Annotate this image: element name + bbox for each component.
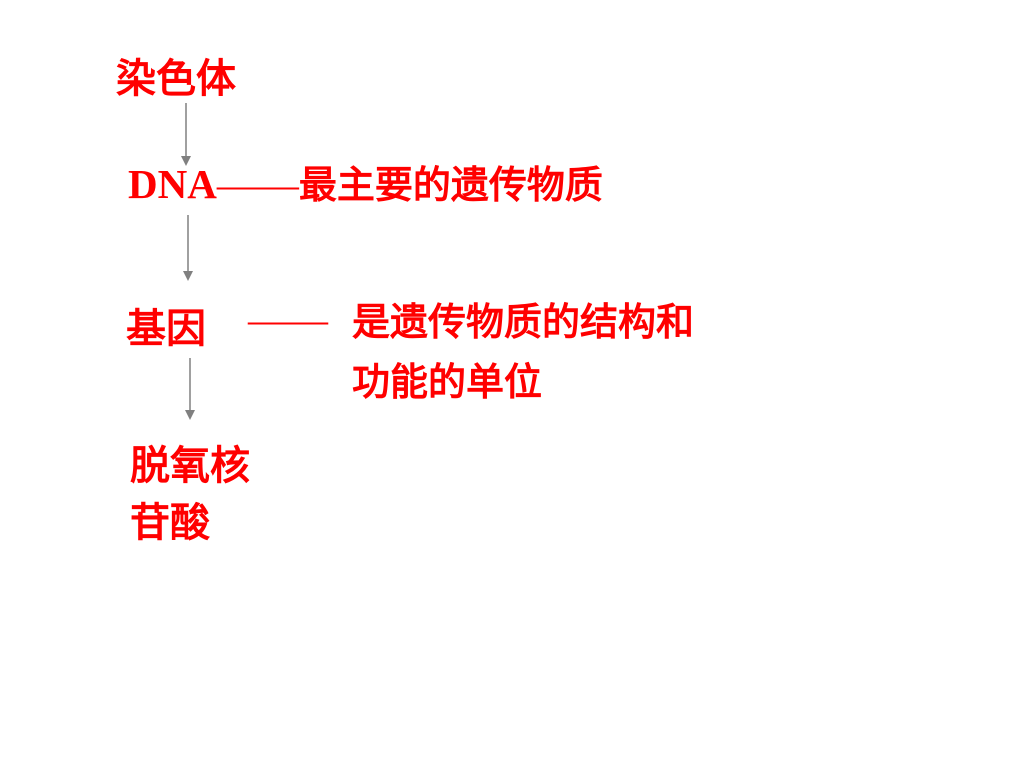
gene-label: 基因 xyxy=(126,305,206,352)
dna-dash: —— xyxy=(216,161,299,207)
dna-description: 最主要的遗传物质 xyxy=(298,162,603,207)
gene-description-line1: 是遗传物质的结构和 xyxy=(352,299,695,344)
arrow-gene-to-nucleotide xyxy=(185,358,195,420)
nucleotide-label-line1: 脱氧核 xyxy=(130,442,250,489)
chromosome-label: 染色体 xyxy=(116,55,236,102)
gene-description-line2: 功能的单位 xyxy=(352,359,543,404)
dna-row: DNA——最主要的遗传物质 xyxy=(128,164,603,205)
nucleotide-label-line2: 苷酸 xyxy=(130,499,210,546)
gene-dash: —— xyxy=(248,297,328,342)
arrow-dna-to-gene xyxy=(183,215,193,281)
dna-label: DNA xyxy=(128,161,217,207)
arrow-chromosome-to-dna xyxy=(181,103,191,166)
